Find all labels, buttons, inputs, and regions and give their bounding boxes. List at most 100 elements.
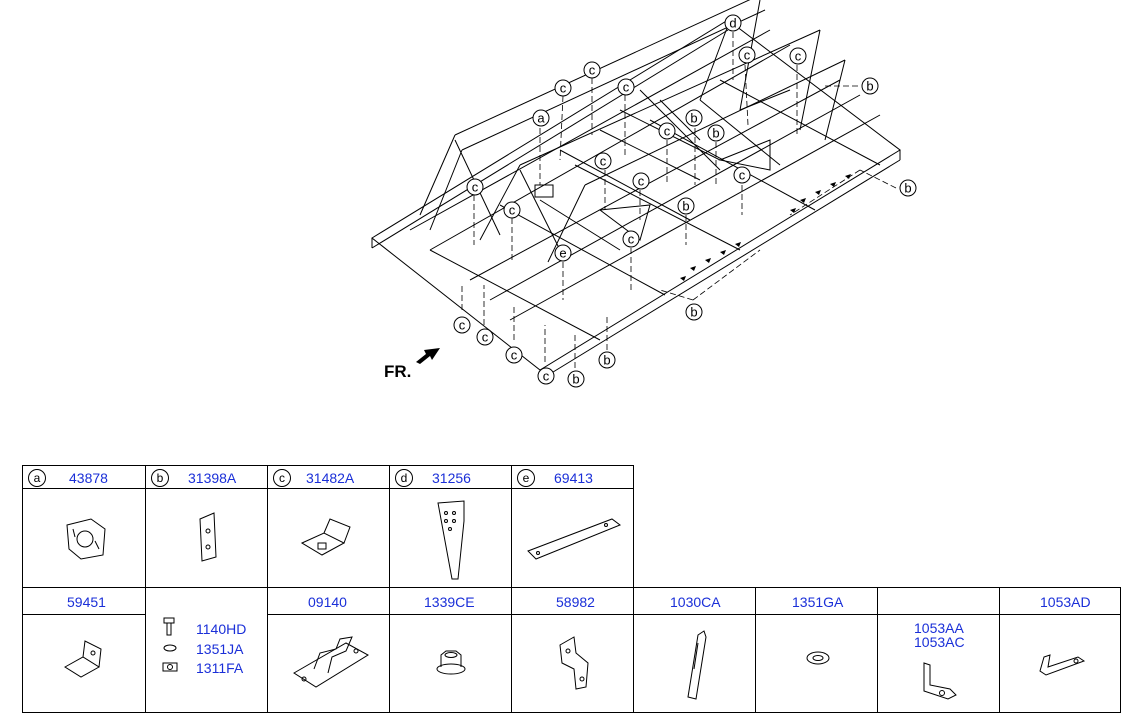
- part-number: 31398A: [188, 470, 237, 486]
- callout-c: c: [738, 46, 756, 64]
- callout-b: b: [685, 109, 703, 127]
- fastener-part-number: 1351JA: [196, 641, 244, 657]
- callout-c: c: [632, 172, 650, 190]
- svg-text:b: b: [572, 372, 579, 387]
- callout-c: c: [554, 79, 572, 97]
- part-number: 58982: [556, 594, 595, 610]
- part-letter-e: e: [517, 469, 535, 487]
- callout-b: b: [677, 197, 695, 215]
- svg-text:b: b: [712, 126, 719, 141]
- svg-text:b: b: [690, 305, 697, 320]
- part-number: 1053AD: [1040, 594, 1091, 610]
- callout-c: c: [622, 230, 640, 248]
- callout-b: b: [567, 370, 585, 388]
- parts-header-09140: 09140: [267, 587, 390, 615]
- bracket-a-icon: [66, 518, 106, 560]
- svg-text:c: c: [560, 81, 567, 96]
- callout-c: c: [789, 47, 807, 65]
- svg-text:e: e: [559, 246, 566, 261]
- parts-header-a: a 43878: [22, 465, 146, 489]
- frame-diagram: d c c c c c b a b c b c c c c b b c c e …: [371, 0, 917, 388]
- part-number: 1053AA: [914, 620, 964, 636]
- svg-text:b: b: [866, 79, 873, 94]
- svg-text:c: c: [543, 369, 550, 384]
- callout-c: c: [617, 78, 635, 96]
- callout-c: c: [537, 367, 555, 385]
- callout-c: c: [505, 346, 523, 364]
- callout-c: c: [733, 166, 751, 184]
- callout-b: b: [707, 124, 725, 142]
- callout-c: c: [658, 122, 676, 140]
- nut-icon: [162, 662, 178, 672]
- callout-b: b: [899, 179, 917, 197]
- bolt-icon: [163, 617, 175, 636]
- long-clip-icon: [687, 630, 707, 700]
- part-image-cell-09140: [267, 614, 390, 713]
- callout-a: a: [532, 109, 550, 127]
- angle-bracket-icon: [64, 640, 102, 678]
- callout-b: b: [685, 303, 703, 321]
- svg-text:c: c: [795, 49, 802, 64]
- parts-header-59451: 59451: [22, 587, 146, 615]
- flange-nut-icon: [436, 650, 466, 675]
- washer-small-icon: [163, 644, 177, 652]
- svg-text:c: c: [482, 330, 489, 345]
- part-number: 43878: [69, 470, 108, 486]
- bracket-c-icon: [300, 518, 351, 556]
- callout-c: c: [466, 178, 484, 196]
- front-arrow-icon: [416, 348, 440, 364]
- part-number: 1053AC: [914, 634, 965, 650]
- part-image-cell-a: [22, 488, 146, 588]
- part-image-cell-b: [145, 488, 268, 588]
- parts-header-e: e 69413: [511, 465, 634, 489]
- part-image-cell-e: [511, 488, 634, 588]
- part-number: 1351GA: [792, 594, 844, 610]
- fasteners-cell: 1140HD 1351JA 1311FA: [145, 587, 268, 713]
- svg-text:c: c: [589, 63, 596, 78]
- svg-text:c: c: [628, 232, 635, 247]
- svg-text:c: c: [744, 48, 751, 63]
- fastener-part-number: 1311FA: [196, 660, 244, 676]
- l-clip-icon: [923, 662, 957, 700]
- callout-d: d: [724, 14, 742, 32]
- svg-text:c: c: [459, 318, 466, 333]
- svg-text:c: c: [511, 348, 518, 363]
- svg-text:c: c: [472, 180, 479, 195]
- part-image-cell-1030CA: [633, 614, 756, 713]
- clip-bracket-icon: [293, 636, 369, 688]
- part-image-cell-58982: [511, 614, 634, 713]
- part-number: 59451: [67, 594, 106, 610]
- parts-header-d: d 31256: [389, 465, 512, 489]
- callout-b: b: [598, 351, 616, 369]
- front-label: FR.: [384, 362, 412, 381]
- svg-text:b: b: [682, 199, 689, 214]
- part-number: 1339CE: [424, 594, 475, 610]
- svg-text:c: c: [623, 80, 630, 95]
- svg-text:b: b: [904, 181, 911, 196]
- parts-header-c: c 31482A: [267, 465, 390, 489]
- svg-text:b: b: [690, 111, 697, 126]
- part-image-cell-c: [267, 488, 390, 588]
- washer-icon: [806, 651, 830, 665]
- callout-e: e: [554, 244, 572, 262]
- parts-header-58982: 58982: [511, 587, 634, 615]
- svg-text:a: a: [537, 111, 545, 126]
- svg-text:c: c: [509, 203, 516, 218]
- part-number: 1030CA: [670, 594, 721, 610]
- callout-c: c: [453, 316, 471, 334]
- part-letter-c: c: [273, 469, 291, 487]
- svg-text:c: c: [600, 154, 607, 169]
- parts-header-blank: [877, 587, 1000, 615]
- part-image-cell-59451: [22, 614, 146, 713]
- svg-text:b: b: [603, 353, 610, 368]
- parts-header-1339CE: 1339CE: [389, 587, 512, 615]
- svg-text:c: c: [638, 174, 645, 189]
- callout-c: c: [503, 201, 521, 219]
- callout-b: b: [861, 77, 879, 95]
- part-image-cell-d: [389, 488, 512, 588]
- part-number: 31482A: [306, 470, 355, 486]
- parts-table: a 43878 b 31398A c 31482A d 31256 e 6941…: [22, 465, 1121, 713]
- part-image-cell-1351GA: [755, 614, 878, 713]
- bracket-d-icon: [437, 500, 465, 580]
- part-image-cell-1053AA: 1053AA 1053AC: [877, 614, 1000, 713]
